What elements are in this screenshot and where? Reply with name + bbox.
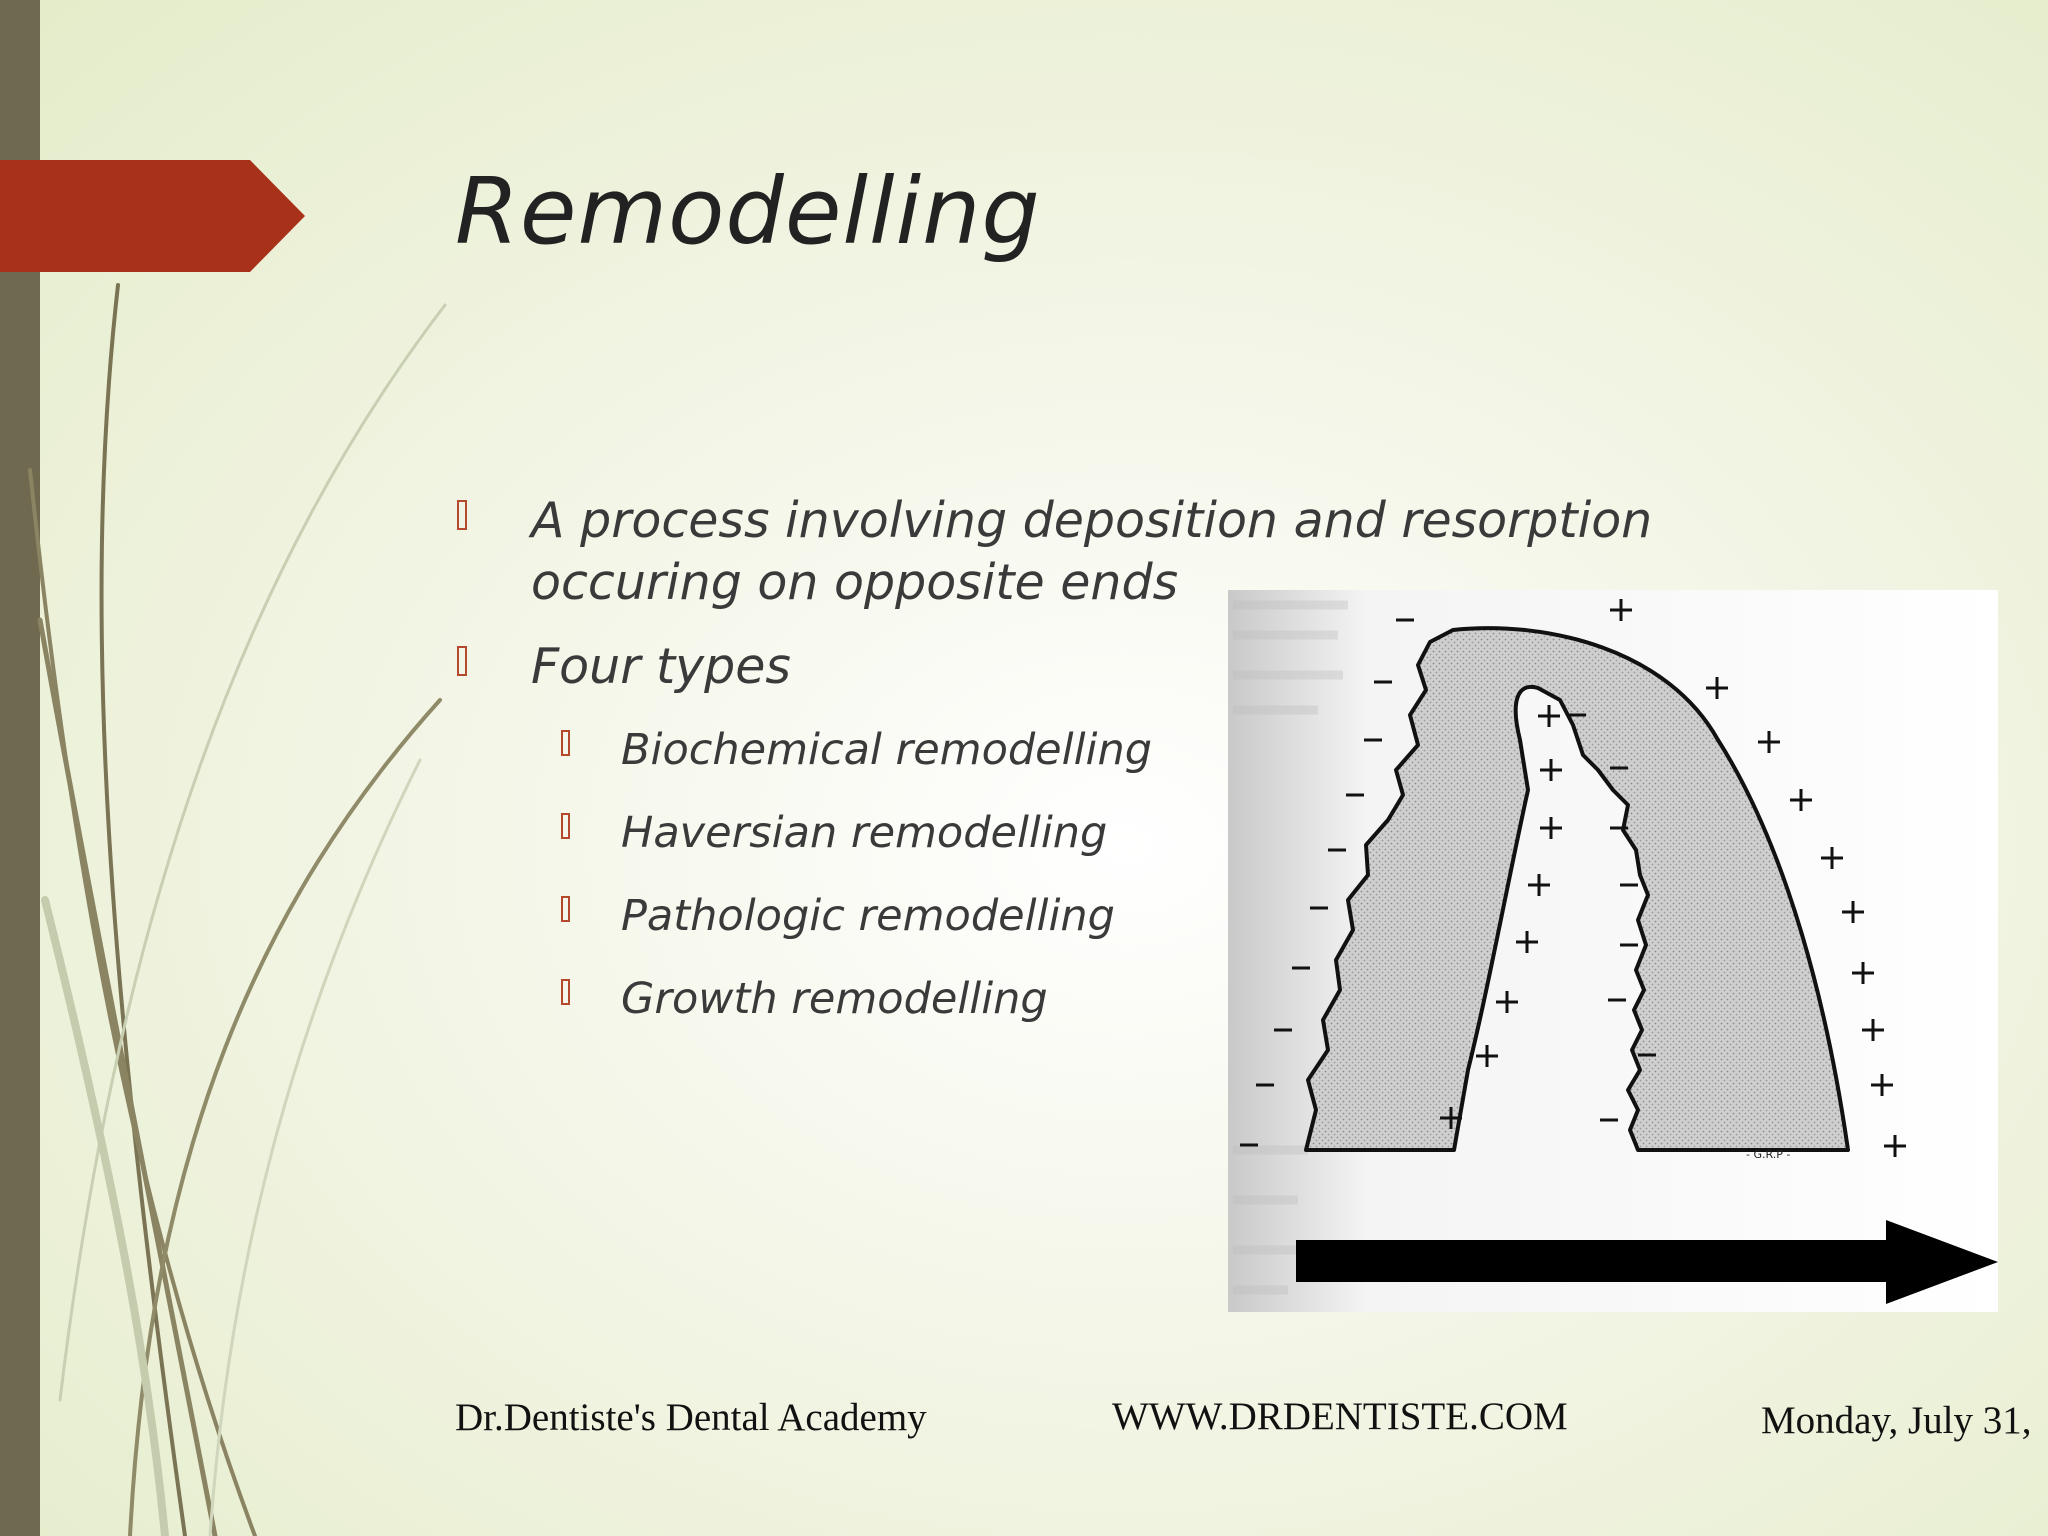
footer-website: WWW.DRDENTISTE.COM [1112,1395,1568,1438]
bullet-item: Four types [455,636,1705,698]
subbullet-text: Haversian remodelling [621,808,1108,858]
scan-text-artifacts [1233,600,1348,1295]
subbullet-item: Biochemical remodelling [455,720,1705,780]
deposition-marks [1440,599,1906,1157]
bullet-marker-icon [561,813,570,839]
bone-arch-shape [1304,626,1850,1152]
signature: - G.R.P - [1746,1148,1790,1161]
bullet-text: A process involving deposition and resor… [531,492,1653,611]
bullet-marker-icon [561,730,570,756]
bullet-marker-icon [561,896,570,922]
subbullet-text: Pathologic remodelling [621,891,1115,941]
resorption-marks [1240,618,1656,1147]
subbullet-item: Growth remodelling [455,969,1705,1029]
bullet-list: A process involving deposition and resor… [455,490,1705,1052]
footer-date: Monday, July 31, [1761,1399,2032,1442]
subbullet-item: Pathologic remodelling [455,886,1705,946]
subbullet-text: Biochemical remodelling [621,725,1153,775]
decorative-swooshes [28,283,447,1536]
direction-arrow-icon [1296,1220,1998,1304]
subbullet-text: Growth remodelling [621,974,1048,1024]
bullet-item: A process involving deposition and resor… [455,490,1705,614]
footer-academy: Dr.Dentiste's Dental Academy [455,1396,927,1439]
subbullet-item: Haversian remodelling [455,803,1705,863]
bullet-marker-icon [457,646,467,676]
bullet-marker-icon [561,979,570,1005]
bullet-marker-icon [457,500,467,530]
bullet-text: Four types [531,638,791,695]
slide-title: Remodelling [455,158,1041,265]
remodelling-diagram: - G.R.P - [1228,590,1998,1312]
title-tab-arrow [0,160,305,272]
signature-text: - G.R.P - [1746,1148,1790,1161]
